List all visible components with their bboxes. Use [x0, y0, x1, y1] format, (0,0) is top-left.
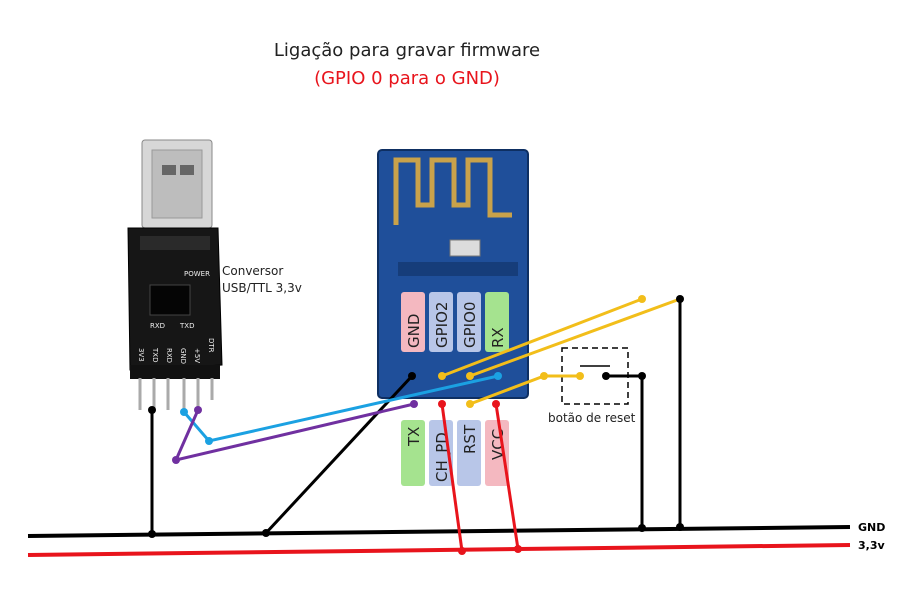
adapter-pin-txd: TXD	[151, 347, 159, 362]
adapter-pin-dtr: DTR	[207, 338, 215, 353]
adapter-chip	[149, 284, 191, 316]
esp-pin-box-gpio0	[457, 292, 481, 352]
esp-pin-box-tx	[401, 420, 425, 486]
wire-rx-tx	[173, 402, 415, 463]
esp-pin-rst: RST	[461, 424, 479, 454]
junction-dots	[148, 295, 684, 555]
esp01-module: GND GPIO2 GPIO0 RX TX CH_PD RST VCC	[377, 149, 529, 486]
esp-pin-tx: TX	[405, 427, 423, 447]
gnd-rail	[27, 525, 851, 538]
esp-pin-box-rx	[485, 292, 509, 352]
adapter-rx0-label: RXD	[150, 322, 165, 330]
reset-button-label: botão de reset	[548, 411, 636, 425]
adapter-label-line1: Conversor	[222, 264, 283, 278]
wire-vcc-vcc	[494, 403, 520, 550]
crystal	[449, 239, 481, 257]
wire-gpio2-yellow	[441, 297, 643, 378]
adapter-pin-5v: +5V	[193, 348, 201, 363]
esp-pin-box-gpio2	[429, 292, 453, 352]
adapter-power-label: POWER	[184, 270, 210, 278]
adapter-pin-gnd: GND	[179, 348, 187, 364]
esp-pin-gnd: GND	[405, 314, 423, 348]
usb-ttl-adapter: POWER RXD TXD 3V3 TXD RXD GND +5V DTR	[127, 139, 223, 410]
vcc-rail-label: 3,3v	[858, 539, 885, 552]
adapter-pin-rxd: RXD	[165, 348, 173, 363]
adapter-pin-3v3: 3V3	[137, 348, 145, 362]
wire-reset-gnd	[606, 374, 644, 528]
wire-gpio0-gnd-yellow	[469, 297, 681, 378]
esp-pin-box-rst	[457, 420, 481, 486]
esp-pin-box-gnd	[401, 292, 425, 352]
gnd-rail-label: GND	[858, 521, 885, 534]
vcc-rail	[27, 543, 851, 557]
title-line2: (GPIO 0 para o GND)	[314, 68, 500, 89]
esp-pin-box-vcc	[485, 420, 509, 486]
esp-pin-gpio0: GPIO0	[461, 302, 479, 348]
adapter-label-line2: USB/TTL 3,3v	[222, 281, 302, 295]
esp-pin-gpio2: GPIO2	[433, 302, 451, 348]
esp-pin-rx: RX	[489, 327, 507, 348]
antenna-trace	[393, 157, 512, 225]
title-line1: Ligação para gravar firmware	[274, 40, 540, 61]
adapter-tx0-label: TXD	[179, 322, 194, 330]
wire-chpd-vcc	[440, 403, 464, 552]
